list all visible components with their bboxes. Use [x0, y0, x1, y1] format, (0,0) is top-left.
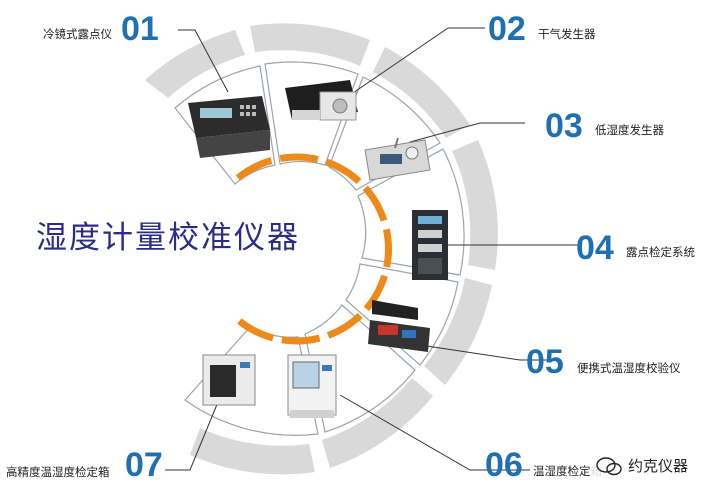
item-02-label: 干气发生器 — [538, 27, 596, 41]
segment-03 — [328, 76, 441, 191]
device-03-image — [364, 137, 431, 181]
item-05-number: 05 — [526, 343, 564, 381]
item-07-label: 高精度温湿度检定箱 — [6, 465, 110, 479]
device-04-image — [412, 210, 448, 280]
device-07-image — [202, 354, 256, 406]
item-03-number: 03 — [545, 107, 583, 145]
connector-lines — [165, 27, 580, 471]
item-07-number: 07 — [125, 446, 163, 484]
item-03-label: 低湿度发生器 — [595, 123, 664, 137]
main-title: 湿度计量校准仪器 — [36, 220, 300, 256]
item-02-number: 02 — [488, 10, 526, 48]
item-01-label: 冷镜式露点仪 — [43, 27, 112, 41]
device-05-image — [368, 300, 430, 352]
item-06-number: 06 — [485, 446, 523, 484]
watermark: 约克仪器 — [590, 452, 706, 478]
outer-ring — [145, 23, 498, 475]
wechat-icon — [596, 457, 622, 476]
device-06-image — [287, 354, 337, 418]
watermark-text: 约克仪器 — [628, 457, 688, 475]
item-06-label: 温湿度检定箱 — [533, 464, 602, 478]
orange-arc — [235, 153, 392, 345]
item-04-label: 露点检定系统 — [626, 245, 695, 259]
item-05-label: 便携式温湿度校验仪 — [577, 361, 681, 375]
item-01-number: 01 — [121, 10, 159, 48]
device-02-image — [285, 80, 358, 121]
device-01-image — [188, 96, 270, 158]
item-04-number: 04 — [576, 229, 614, 267]
